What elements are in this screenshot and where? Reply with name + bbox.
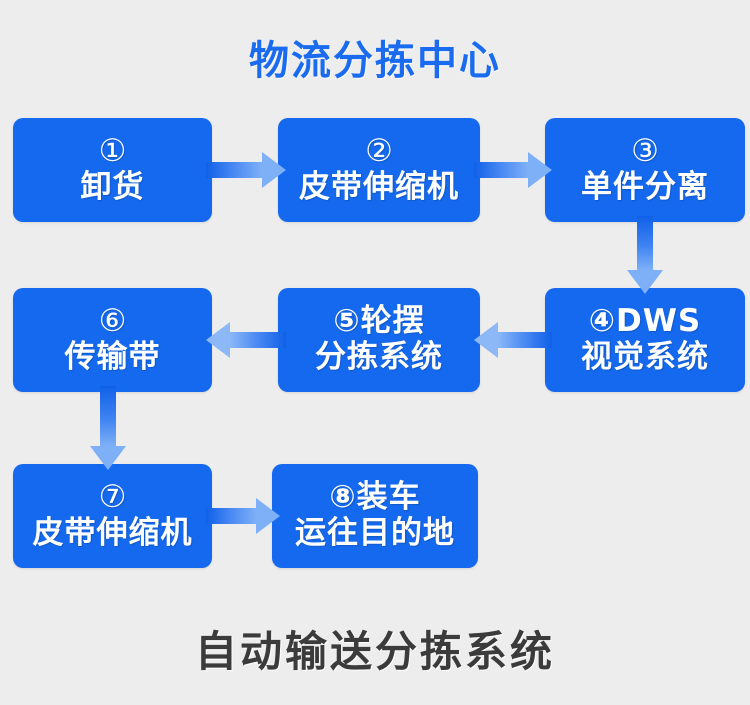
node-3-line1: ③ [631,133,659,170]
node-2-line1: ② [365,133,393,170]
process-node-8[interactable]: ⑧装车运往目的地 [272,464,478,568]
node-4-line2: 视觉系统 [581,339,709,375]
arrow-1-to-2-arrow-icon [206,152,286,188]
node-5-line2: 分拣系统 [315,339,443,375]
arrow-shaft [498,332,552,348]
arrow-shaft [100,386,116,446]
node-8-line1: ⑧装车 [329,479,421,516]
arrow-3-to-4-arrow-icon [627,216,663,294]
node-7-line2: 皮带伸缩机 [32,515,193,551]
arrow-head [256,498,280,534]
arrow-head [90,446,126,470]
node-2-line2: 皮带伸缩机 [299,169,459,205]
arrow-7-to-8-arrow-icon [206,498,280,534]
node-6-line1: ⑥ [98,303,127,340]
node-1-line1: ① [98,133,127,170]
arrow-head [627,270,663,294]
node-1-line2: 卸货 [80,169,145,205]
arrow-shaft [230,332,286,348]
node-6-line2: 传输带 [64,339,161,375]
node-8-line2: 运往目的地 [295,515,455,551]
arrow-shaft [637,216,653,270]
arrow-4-to-5-arrow-icon [474,322,552,358]
process-node-5[interactable]: ⑤轮摆分拣系统 [278,288,480,392]
node-5-line1: ⑤轮摆 [333,303,425,340]
arrow-shaft [206,162,262,178]
arrow-head [528,152,552,188]
node-7-line1: ⑦ [98,479,127,516]
arrow-2-to-3-arrow-icon [474,152,552,188]
arrow-5-to-6-arrow-icon [206,322,286,358]
arrow-shaft [206,508,256,524]
arrow-6-to-7-arrow-icon [90,386,126,470]
page-title: 物流分拣中心 [249,38,501,84]
arrow-head [262,152,286,188]
arrow-head [474,322,498,358]
node-3-line2: 单件分离 [581,169,709,205]
arrow-shaft [474,162,528,178]
arrow-head [206,322,230,358]
page-caption: 自动输送分拣系统 [194,627,555,676]
node-4-line1: ④DWS [588,303,702,340]
